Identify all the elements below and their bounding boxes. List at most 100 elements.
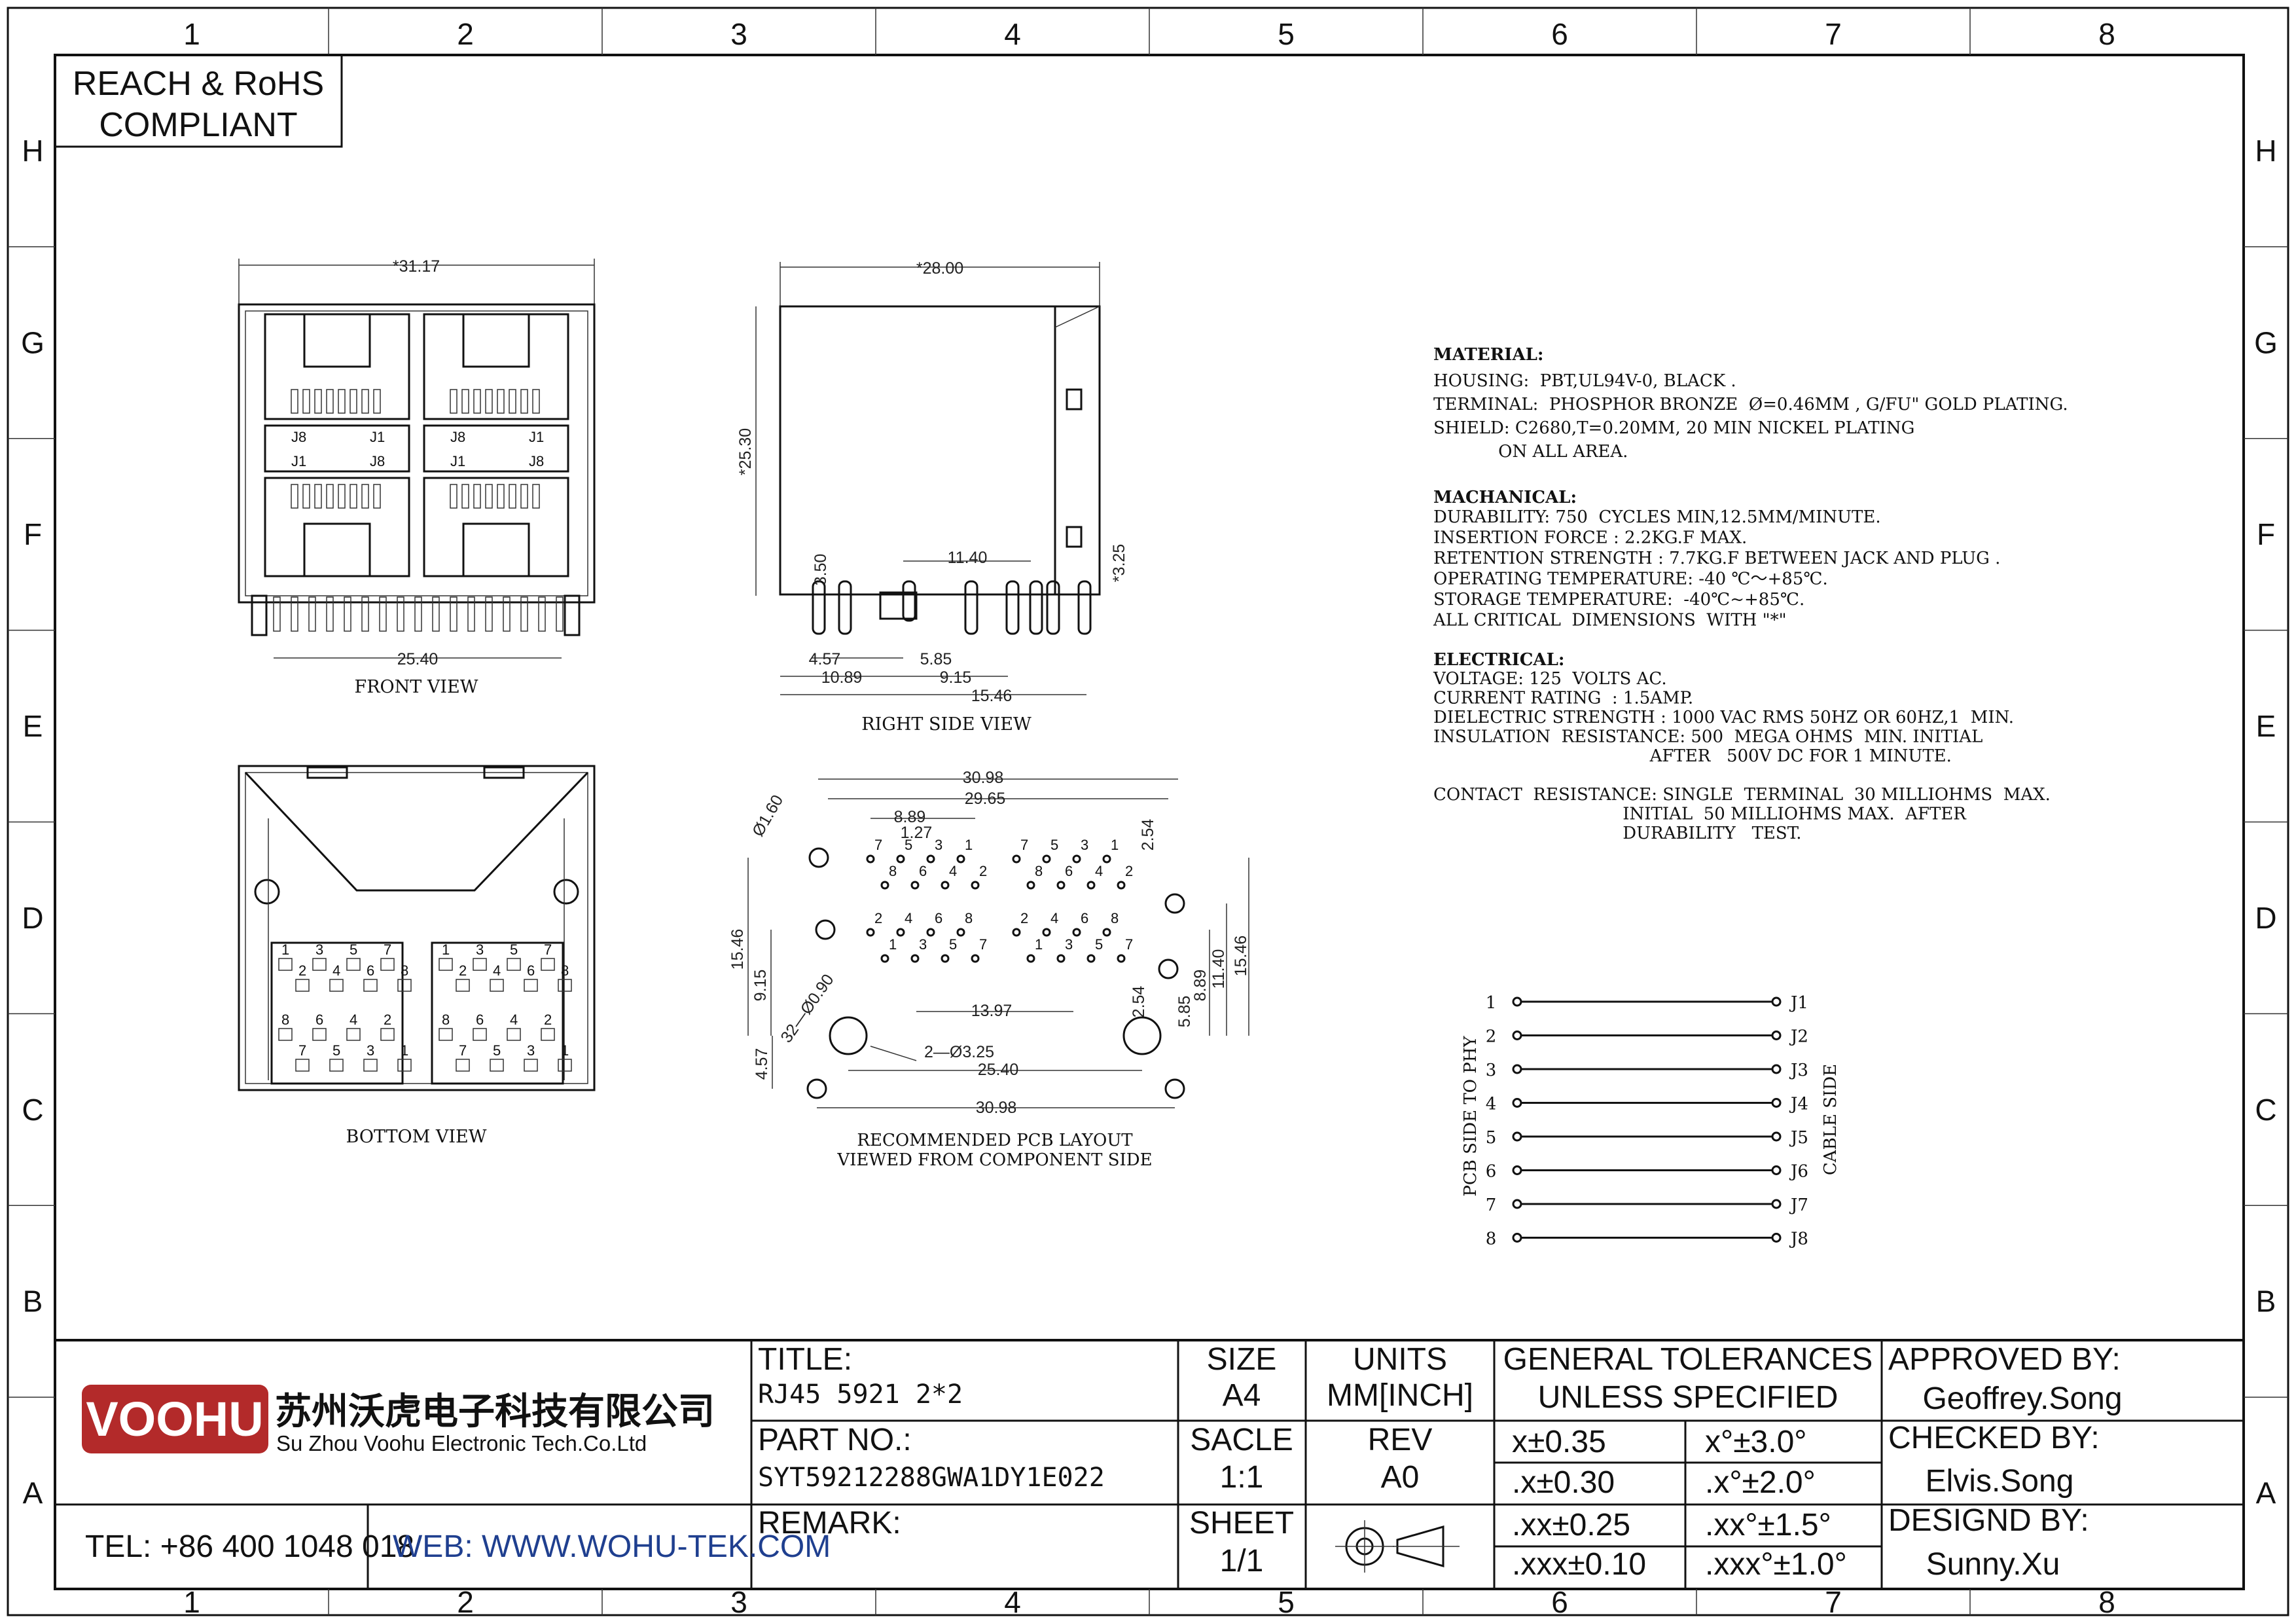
tolerance-linear: .xxx±0.10	[1512, 1547, 1646, 1582]
schematic-node	[1512, 1199, 1522, 1209]
schematic-pin-right: J3	[1789, 1061, 1808, 1080]
side-pin	[1046, 580, 1060, 635]
schematic-pin-left: 1	[1486, 993, 1497, 1013]
right-side-view-label: RIGHT SIDE VIEW	[861, 714, 1031, 735]
contact-finger	[473, 389, 481, 414]
schematic-node	[1771, 996, 1782, 1007]
compliance-line2: COMPLIANT	[99, 106, 297, 144]
schematic-pin-left: 4	[1486, 1095, 1497, 1114]
pcb-pin-label: 2	[979, 863, 987, 879]
contact-finger	[326, 389, 334, 414]
note-line: TERMINAL: PHOSPHOR BRONZE Ø=0.46MM , G/F…	[1433, 395, 2068, 414]
zone-column-label: 3	[730, 1585, 747, 1619]
pcb-pin-hole	[1117, 954, 1126, 963]
bottom-pin-pad	[456, 1059, 470, 1072]
contact-finger	[461, 389, 469, 414]
dim-side-tail: *3.25	[1110, 544, 1128, 582]
jack-label: J1	[291, 453, 306, 469]
compliance-box: REACH & RoHS COMPLIANT	[54, 54, 343, 148]
pcb-pin-label: 2	[1125, 863, 1133, 879]
dim-pcb-holes-large: 2—Ø3.25	[924, 1043, 994, 1061]
bottom-pin-label: 4	[350, 1012, 357, 1028]
bottom-pin-pad	[363, 1059, 378, 1072]
bottom-pin-label: 2	[384, 1012, 391, 1028]
pin-leg	[344, 596, 351, 632]
pcb-pin-hole	[880, 881, 889, 890]
pcb-pin-hole	[1102, 928, 1111, 937]
contact-finger	[509, 484, 516, 509]
contact-finger	[314, 484, 322, 509]
pcb-pin-hole	[926, 928, 935, 937]
jack-label: J1	[450, 453, 465, 469]
contact-finger	[302, 484, 310, 509]
schematic-node	[1512, 1233, 1522, 1243]
note-line: RETENTION STRENGTH : 7.7KG.F BETWEEN JAC…	[1433, 549, 2000, 568]
schematic-pin-left: 5	[1486, 1128, 1497, 1148]
bottom-pin-pad	[473, 958, 487, 971]
bottom-pin-label: 6	[527, 962, 535, 979]
dim-side-height: *25.30	[736, 428, 755, 475]
bottom-pin-label: 8	[401, 962, 408, 979]
zone-row-label: E	[23, 709, 43, 743]
bottom-pin-label: 8	[561, 962, 569, 979]
dim-pcb-bottom: 30.98	[976, 1099, 1017, 1117]
pin-leg	[556, 596, 564, 632]
pcb-pin-hole	[1026, 881, 1035, 890]
bottom-pin-pad	[312, 958, 327, 971]
pin-leg	[308, 596, 316, 632]
zone-row-label: F	[2257, 517, 2275, 551]
pcb-pin-label: 4	[1050, 910, 1058, 926]
pin-leg	[291, 596, 298, 632]
jack-label: J1	[529, 429, 544, 445]
company-cn: 苏州沃虎电子科技有限公司	[275, 1391, 715, 1432]
designed-value: Sunny.Xu	[1926, 1547, 2060, 1582]
bottom-pin-pad	[346, 1028, 361, 1041]
bottom-pin-pad	[278, 958, 293, 971]
rev-label: REV	[1368, 1423, 1433, 1457]
dim-side-9-15: 9.15	[940, 668, 972, 687]
pin-leg	[503, 596, 511, 632]
pcb-pin-hole	[1056, 954, 1066, 963]
bottom-pin-pad	[439, 958, 453, 971]
note-line: OPERATING TEMPERATURE: -40 ℃～+85℃.	[1433, 570, 1828, 589]
units-value: MM[INCH]	[1327, 1378, 1473, 1413]
zone-column-label: 2	[457, 1585, 474, 1619]
dim-front-pin-span: 25.40	[397, 650, 439, 668]
dim-side-width: *28.00	[916, 259, 963, 278]
bottom-pin-label: 7	[298, 1042, 306, 1059]
tolerance-linear: x±0.35	[1512, 1425, 1606, 1459]
pcb-pin-label: 8	[965, 910, 973, 926]
bottom-pin-pad	[558, 979, 572, 992]
units-label: UNITS	[1353, 1342, 1447, 1377]
part-value: SYT59212288GWA1DY1E022	[758, 1463, 1105, 1493]
dim-pcb-8-89: 8.89	[894, 808, 926, 826]
note-line: ALL CRITICAL DIMENSIONS WITH "*"	[1433, 611, 1787, 630]
bottom-pin-pad	[312, 1028, 327, 1041]
bottom-pin-pad	[507, 958, 521, 971]
side-boss	[879, 591, 918, 620]
schematic-node	[1771, 1064, 1782, 1074]
zone-column-label: 4	[1004, 17, 1021, 51]
schematic-node	[1512, 996, 1522, 1007]
rev-value: A0	[1381, 1460, 1420, 1495]
jack-label: J8	[370, 453, 385, 469]
pcb-pin-label: 5	[905, 837, 912, 853]
note-line: CURRENT RATING : 1.5AMP.	[1433, 689, 1693, 708]
pcb-pin-hole	[910, 881, 920, 890]
bottom-pin-pad	[295, 979, 310, 992]
pin-legs	[273, 596, 564, 632]
tolerance-table: x±0.35.x±0.30.xx±0.25.xxx±0.10x°±3.0°.x°…	[1512, 1425, 1847, 1582]
pcb-label-line1: RECOMMENDED PCB LAYOUT	[857, 1131, 1133, 1150]
projection-symbol-icon	[1335, 1520, 1460, 1573]
bottom-pin-pad	[439, 1028, 453, 1041]
pcb-pin-label: 4	[1095, 863, 1103, 879]
dim-pcb-11-40: 11.40	[1210, 949, 1228, 989]
cable-side-label: CABLE SIDE	[1821, 1064, 1840, 1175]
dim-pcb-hole-small: Ø1.60	[749, 792, 787, 840]
contact-finger	[291, 389, 298, 414]
bottom-pin-label: 6	[476, 1012, 484, 1028]
bottom-pin-label: 3	[315, 941, 323, 958]
pcb-pin-label: 3	[919, 936, 927, 953]
front-view: *31.17 J8 J1 J1 J8 J8 J1 J1 J8 25.40 FR	[238, 257, 596, 697]
pcb-pin-label: 3	[1065, 936, 1073, 953]
